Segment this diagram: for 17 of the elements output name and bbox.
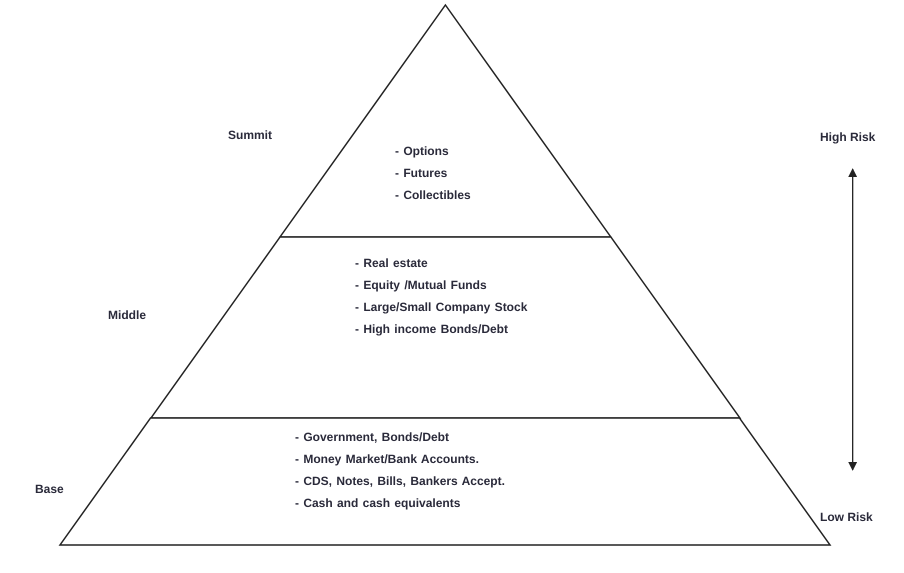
risk-label: Low Risk (820, 510, 873, 524)
list-item: - Collectibles (394, 187, 471, 204)
list-item: - Equity /Mutual Funds (354, 277, 488, 294)
list-item: - Money Market/Bank Accounts. (295, 451, 480, 468)
list-item: - CDS, Notes, Bills, Bankers Accept. (295, 473, 505, 490)
risk-label: High Risk (820, 130, 876, 144)
list-item: - Real estate (354, 255, 429, 272)
list-item: - Large/Small Company Stock (354, 299, 528, 316)
list-item: - Options (394, 143, 450, 160)
list-item: - Futures (394, 165, 448, 182)
list-item: - High income Bonds/Debt (354, 321, 509, 338)
list-item: - Cash and cash equivalents (295, 495, 462, 512)
tier-label: Middle (108, 308, 146, 322)
double-arrow (848, 168, 858, 471)
list-item: - Government, Bonds/Debt (295, 429, 450, 446)
tier-label: Base (35, 482, 64, 496)
tier-label: Summit (228, 128, 272, 142)
